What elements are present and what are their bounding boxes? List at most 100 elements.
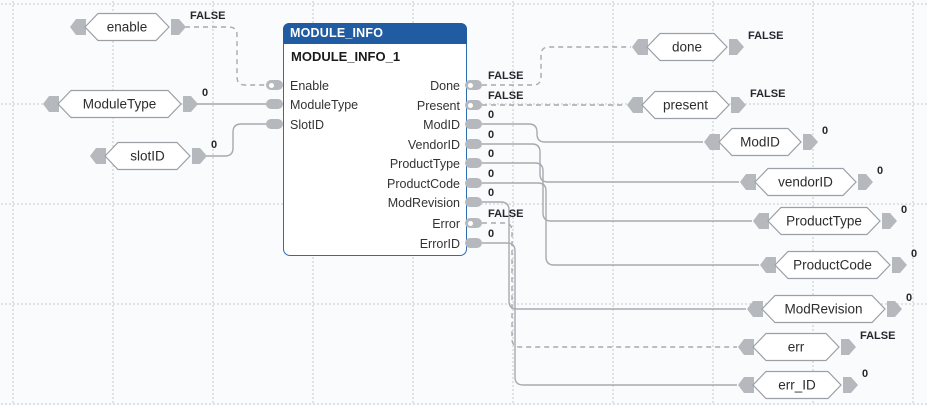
tag-right-connector-icon[interactable] bbox=[731, 97, 746, 113]
tag-hexagon-body[interactable] bbox=[57, 89, 182, 119]
tag-hexagon-body[interactable] bbox=[718, 127, 802, 157]
tag-left-connector-icon[interactable] bbox=[760, 257, 776, 273]
block-output-label-ErrorID: ErrorID bbox=[419, 237, 460, 251]
tag-hexagon-body[interactable] bbox=[754, 167, 857, 197]
block-output-label-Present: Present bbox=[416, 99, 460, 113]
tag-value-label-ModID: 0 bbox=[822, 125, 829, 137]
pin-value-label-ProductType: 0 bbox=[488, 148, 495, 160]
variable-tag-shape: err_ID bbox=[738, 370, 858, 400]
tag-right-connector-icon[interactable] bbox=[183, 96, 198, 112]
function-block-instance-name[interactable]: MODULE_INFO_1 bbox=[291, 49, 401, 64]
wire-ModID-to-ModID[interactable] bbox=[482, 123, 703, 143]
tag-right-connector-icon[interactable] bbox=[841, 339, 856, 355]
output-pin-ProductCode[interactable] bbox=[465, 178, 482, 188]
wire-ProductType-to-ProductType[interactable] bbox=[482, 162, 752, 222]
tag-hexagon-body[interactable] bbox=[761, 294, 886, 324]
tag-value-label-present: FALSE bbox=[750, 88, 786, 100]
tag-right-connector-icon[interactable] bbox=[843, 377, 858, 393]
output-pin-VendorID[interactable] bbox=[465, 139, 482, 149]
wire-enable-to-Enable[interactable] bbox=[185, 26, 267, 86]
function-block-type-name: MODULE_INFO bbox=[290, 26, 384, 40]
block-output-label-VendorID: VendorID bbox=[407, 138, 460, 152]
variable-tag-shape: done bbox=[632, 32, 744, 62]
variable-tag-shape: slotID bbox=[90, 141, 207, 171]
wire-VendorID-to-vendorID[interactable] bbox=[482, 143, 739, 183]
bool-pin-dot bbox=[468, 220, 473, 226]
tag-right-connector-icon[interactable] bbox=[803, 134, 818, 150]
tag-hexagon-body[interactable] bbox=[767, 206, 881, 236]
block-input-label-ModuleType: ModuleType bbox=[290, 98, 359, 112]
variable-tag-ProductType[interactable]: ProductType 0 bbox=[753, 204, 907, 236]
tag-variable-name: slotID bbox=[130, 149, 165, 164]
tag-left-connector-icon[interactable] bbox=[747, 301, 763, 317]
tag-variable-name: ModID bbox=[740, 135, 780, 150]
tag-hexagon-body[interactable] bbox=[752, 332, 840, 362]
block-output-label-ModRevision: ModRevision bbox=[387, 196, 460, 210]
tag-left-connector-icon[interactable] bbox=[43, 96, 59, 112]
input-pin-Enable[interactable] bbox=[266, 80, 283, 90]
output-pin-Present[interactable] bbox=[465, 100, 482, 110]
wire-Error-to-err[interactable] bbox=[482, 222, 737, 348]
tag-left-connector-icon[interactable] bbox=[70, 19, 86, 35]
tag-hexagon-body[interactable] bbox=[641, 90, 730, 120]
tag-variable-name: err bbox=[788, 340, 805, 355]
tag-value-label-ProductType: 0 bbox=[901, 204, 908, 216]
bool-pin-dot bbox=[468, 82, 473, 88]
output-pin-Done[interactable] bbox=[465, 80, 482, 90]
tag-hexagon-body[interactable] bbox=[646, 32, 728, 62]
tag-variable-name: ProductCode bbox=[793, 258, 872, 273]
tag-right-connector-icon[interactable] bbox=[171, 19, 186, 35]
output-pin-ModRevision[interactable] bbox=[465, 197, 482, 207]
tag-right-connector-icon[interactable] bbox=[892, 257, 907, 273]
input-pin-ModuleType[interactable] bbox=[266, 99, 283, 109]
tag-left-connector-icon[interactable] bbox=[740, 174, 756, 190]
wire-ErrorID-to-err_ID[interactable] bbox=[482, 242, 737, 386]
tag-right-connector-icon[interactable] bbox=[729, 39, 744, 55]
output-pin-ModID[interactable] bbox=[465, 119, 482, 129]
output-pin-ProductType[interactable] bbox=[465, 158, 482, 168]
tag-right-connector-icon[interactable] bbox=[858, 174, 873, 190]
tag-right-connector-icon[interactable] bbox=[887, 301, 902, 317]
tag-left-connector-icon[interactable] bbox=[632, 39, 648, 55]
tag-hexagon-body[interactable] bbox=[752, 370, 842, 400]
tag-left-connector-icon[interactable] bbox=[738, 339, 754, 355]
tag-right-connector-icon[interactable] bbox=[192, 148, 207, 164]
tag-right-connector-icon[interactable] bbox=[882, 213, 897, 229]
function-block-header: MODULE_INFO bbox=[283, 23, 467, 44]
variable-tag-err_ID[interactable]: err_ID 0 bbox=[738, 368, 868, 400]
wire-ProductCode-to-ProductCode[interactable] bbox=[482, 182, 759, 266]
tag-hexagon-body[interactable] bbox=[774, 250, 891, 280]
tag-left-connector-icon[interactable] bbox=[753, 213, 769, 229]
variable-tag-shape: ProductCode bbox=[760, 250, 907, 280]
tag-hexagon-body[interactable] bbox=[84, 12, 170, 42]
output-pin-ErrorID[interactable] bbox=[465, 238, 482, 248]
tag-variable-name: ProductType bbox=[786, 214, 862, 229]
tag-hexagon-body[interactable] bbox=[104, 141, 191, 171]
wire-Done-to-done[interactable] bbox=[482, 46, 631, 86]
tag-value-label-err_ID: 0 bbox=[862, 368, 869, 380]
block-output-label-Done: Done bbox=[430, 79, 460, 93]
tag-left-connector-icon[interactable] bbox=[704, 134, 720, 150]
output-pin-Error[interactable] bbox=[465, 218, 482, 228]
wire-slotID-to-SlotID[interactable] bbox=[206, 123, 267, 157]
tag-left-connector-icon[interactable] bbox=[627, 97, 643, 113]
wire-ModRevision-to-ModRevision[interactable] bbox=[482, 201, 746, 310]
tag-left-connector-icon[interactable] bbox=[90, 148, 106, 164]
input-pin-SlotID[interactable] bbox=[266, 119, 283, 129]
pin-value-label-VendorID: 0 bbox=[488, 129, 495, 141]
variable-tag-shape: ModRevision bbox=[747, 294, 902, 324]
variable-tag-ModID[interactable]: ModID 0 bbox=[704, 125, 828, 157]
pin-value-label-ErrorID: 0 bbox=[488, 228, 495, 240]
tag-left-connector-icon[interactable] bbox=[738, 377, 754, 393]
